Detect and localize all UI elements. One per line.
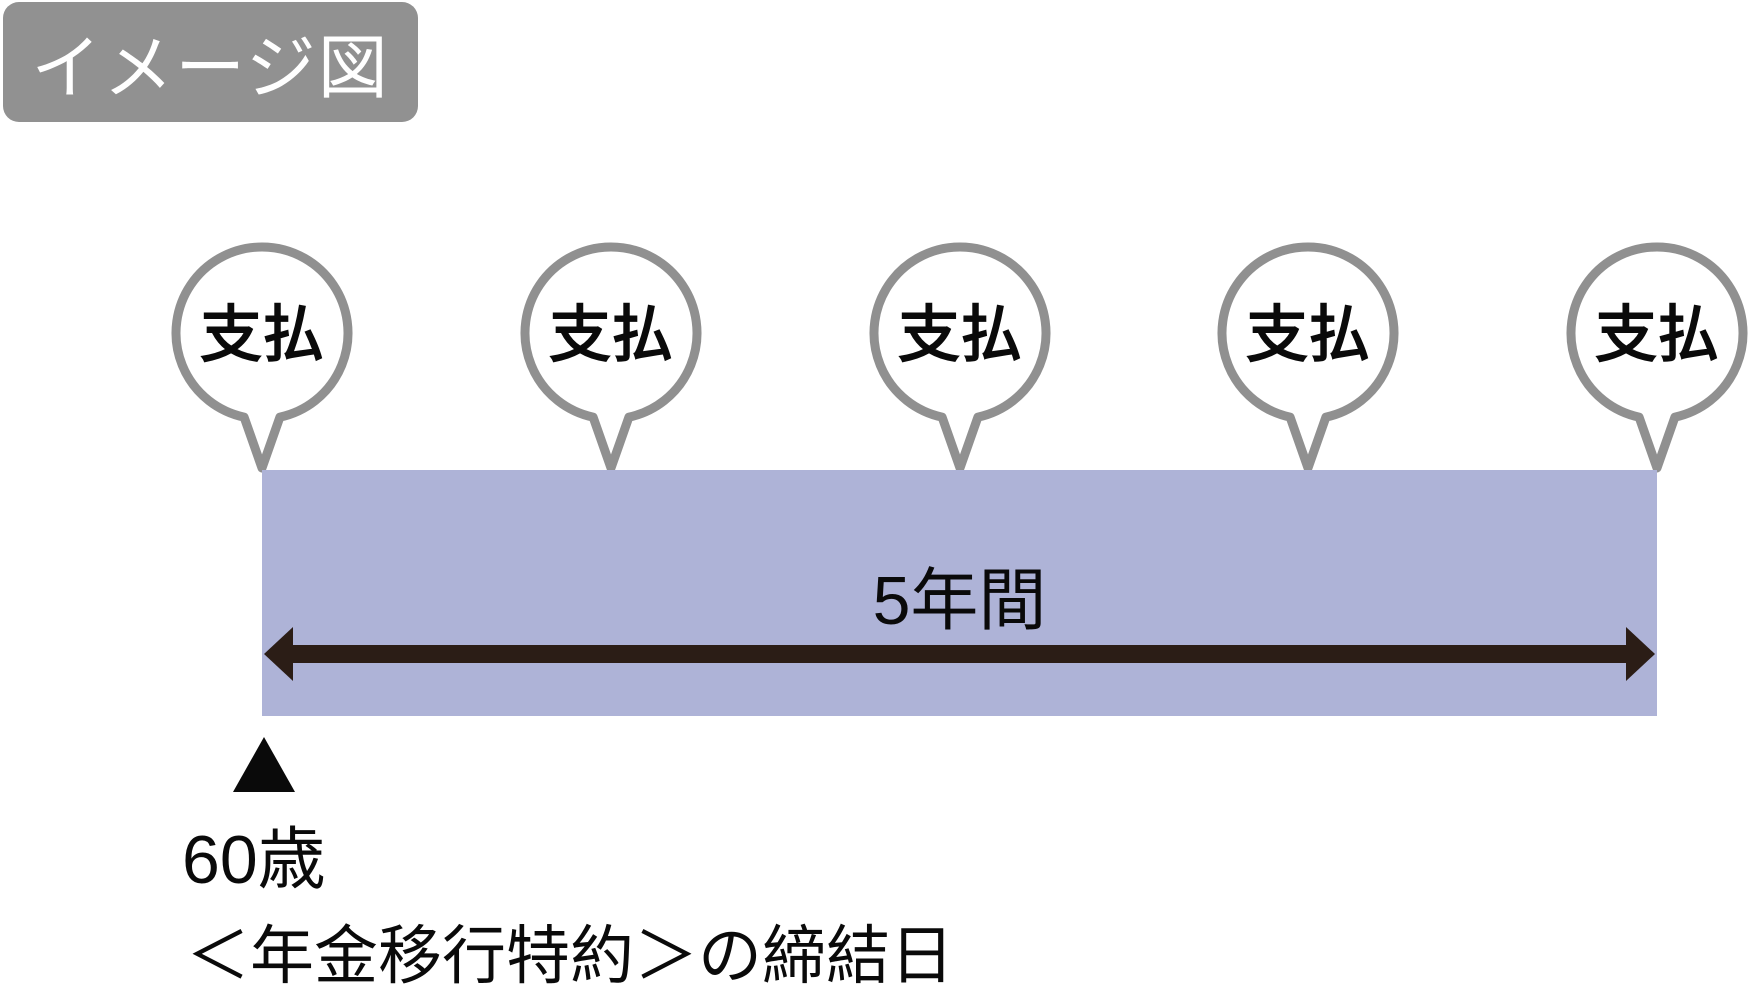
speech-bubble-icon <box>1566 242 1748 473</box>
payment-bubble-3: 支払 <box>869 242 1051 473</box>
diagram-title-label: イメージ図 <box>31 28 390 107</box>
payment-bubble-5: 支払 <box>1566 242 1748 473</box>
speech-bubble-icon <box>1217 242 1399 473</box>
payment-bubble-label: 支払 <box>1246 301 1370 370</box>
contract-date-caption: ＜年金移行特約＞の締結日 <box>186 920 954 992</box>
speech-bubble-icon <box>520 242 702 473</box>
start-age-label: 60歳 <box>182 822 326 898</box>
diagram-title-badge: イメージ図 <box>3 2 418 122</box>
payment-bubble-label: 支払 <box>1595 301 1719 370</box>
payment-bubble-1: 支払 <box>171 242 353 473</box>
payment-bubble-2: 支払 <box>520 242 702 473</box>
speech-bubble-icon <box>171 242 353 473</box>
payment-bubble-4: 支払 <box>1217 242 1399 473</box>
five-year-period-bar: 5年間 <box>262 470 1657 716</box>
payment-bubble-label: 支払 <box>898 301 1022 370</box>
payment-bubble-label: 支払 <box>200 301 324 370</box>
period-label: 5年間 <box>872 563 1047 639</box>
start-point-triangle-icon <box>233 737 295 792</box>
double-arrow-icon <box>264 627 1655 681</box>
payment-bubble-label: 支払 <box>549 301 673 370</box>
speech-bubble-icon <box>869 242 1051 473</box>
